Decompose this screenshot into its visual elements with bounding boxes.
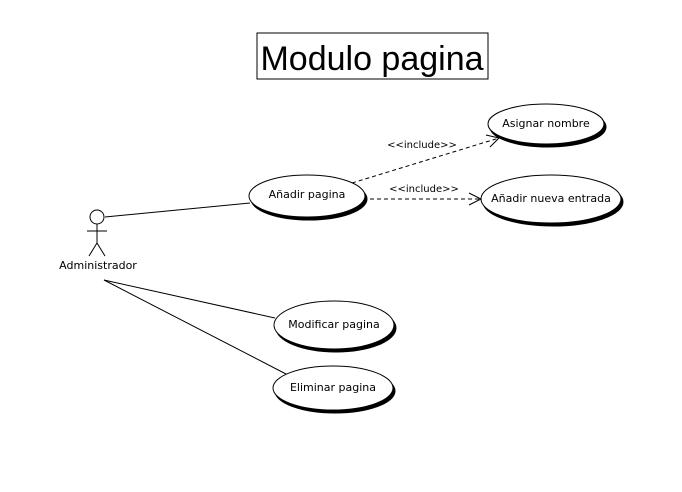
use-case-label: Modificar pagina	[288, 318, 379, 331]
use-case-add-entry: Añadir nueva entrada	[480, 174, 622, 224]
diagram-title: Modulo pagina	[256, 32, 489, 80]
title-label: Modulo pagina	[260, 40, 483, 78]
use-case-label: Añadir nueva entrada	[491, 192, 611, 205]
actor-label: Administrador	[59, 259, 137, 272]
include-arrowhead	[485, 134, 500, 148]
use-case-label: Eliminar pagina	[290, 381, 376, 394]
stick-figure-icon	[87, 209, 107, 257]
association-add-page	[104, 202, 251, 218]
use-case-assign-name: Asignar nombre	[487, 103, 605, 145]
association-delete-page	[103, 279, 287, 375]
use-case-ellipse	[487, 103, 605, 145]
use-case-ellipse	[272, 365, 394, 411]
use-case-delete-page: Eliminar pagina	[272, 365, 394, 411]
use-case-ellipse	[480, 174, 622, 224]
include-label: <<include>>	[389, 184, 459, 195]
include-line	[351, 137, 500, 184]
use-case-ellipse	[273, 300, 395, 350]
use-case-ellipse	[248, 174, 366, 218]
include-label: <<include>>	[387, 140, 457, 151]
association-modify-page	[103, 279, 276, 319]
use-case-modify-page: Modificar pagina	[273, 300, 395, 350]
use-case-add-page: Añadir pagina	[248, 174, 366, 218]
use-case-label: Asignar nombre	[502, 117, 590, 130]
actor-administrador: Administrador	[59, 209, 137, 272]
include-relation-assign-name: <<include>>	[351, 134, 500, 184]
include-relation-add-entry: <<include>>	[370, 184, 483, 206]
use-case-label: Añadir pagina	[269, 188, 346, 201]
title-frame	[256, 32, 489, 80]
